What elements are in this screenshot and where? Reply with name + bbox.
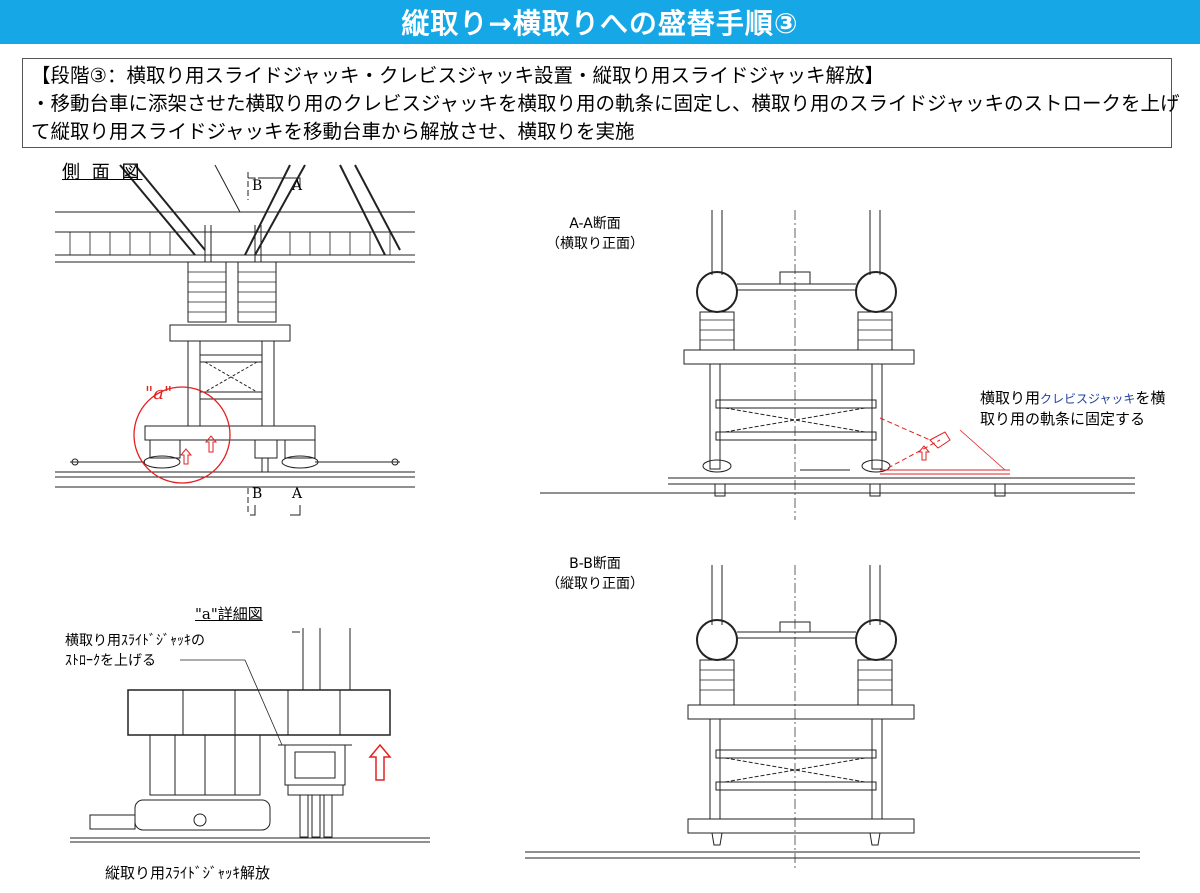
clevis-jack-callout-line-1: 横取り用クレビスジャッキを横 xyxy=(980,387,1165,408)
section-bb-drawing xyxy=(525,565,1140,870)
detail-a-drawing xyxy=(70,628,430,843)
callout-text-part-2: クレビスジャッキ xyxy=(1040,392,1136,406)
section-mark-a-bottom: A xyxy=(292,486,303,502)
callout-text-part-3: を横 xyxy=(1135,389,1166,407)
section-mark-a-top: A xyxy=(292,178,303,194)
section-mark-b-bottom: B xyxy=(252,486,263,502)
section-bb-title: B-B断面 xyxy=(569,556,621,572)
section-aa-title: A-A断面 xyxy=(569,216,621,232)
section-bb-subtitle: （縦取り正面） xyxy=(546,576,644,592)
step-heading: 【段階③：横取り用スライドジャッキ・クレビスジャッキ設置・縦取り用スライドジャッ… xyxy=(31,64,885,87)
callout-text-part-1: 横取り用 xyxy=(980,389,1041,407)
side-view-title: 側 面 図 xyxy=(62,162,143,183)
slide-jack-callout-line-2: ｽﾄﾛｰｸを上げる xyxy=(65,653,156,669)
step-description-box: 【段階③：横取り用スライドジャッキ・クレビスジャッキ設置・縦取り用スライドジャッ… xyxy=(22,58,1180,148)
step-description-line-1: ・移動台車に添架させた横取り用のクレビスジャッキを横取り用の軌条に固定し、横取り… xyxy=(31,92,1180,115)
section-aa-drawing xyxy=(540,210,1135,520)
title-banner: 縦取り→横取りへの盛替手順③ xyxy=(0,0,1200,44)
step-description-line-2: て縦取り用スライドジャッキを移動台車から解放させ、横取りを実施 xyxy=(31,120,635,143)
section-aa-subtitle: （横取り正面） xyxy=(546,236,644,252)
slide-jack-callout-line-1: 横取り用ｽﾗｲﾄﾞｼﾞｬｯｷの xyxy=(65,633,205,649)
side-view-drawing xyxy=(55,164,415,516)
detail-a-marker: "a" xyxy=(145,383,173,404)
clevis-jack-callout-line-2: 取り用の軌条に固定する xyxy=(980,410,1146,428)
section-mark-b-top: B xyxy=(252,178,263,194)
detail-a-title: "a"詳細図 xyxy=(195,605,263,623)
detail-a-bottom-caption: 縦取り用ｽﾗｲﾄﾞｼﾞｬｯｷ解放 xyxy=(105,864,271,882)
page-title: 縦取り→横取りへの盛替手順③ xyxy=(401,7,799,40)
